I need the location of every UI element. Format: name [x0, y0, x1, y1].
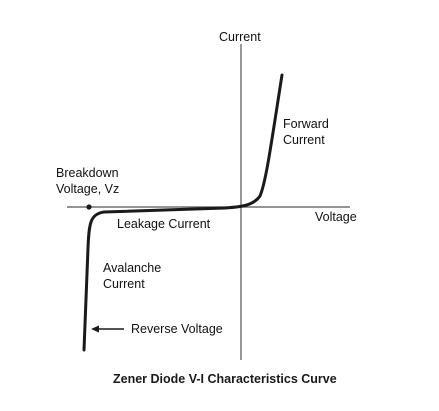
avalanche-current-label-line1: Avalanche: [103, 261, 161, 275]
forward-current-label-line2: Current: [283, 133, 325, 147]
reverse-voltage-arrow-head: [91, 325, 99, 333]
figure-caption: Zener Diode V-I Characteristics Curve: [113, 372, 337, 386]
forward-current-label-line1: Forward: [283, 117, 329, 131]
voltage-axis-label: Voltage: [315, 210, 357, 224]
reverse-voltage-label: Reverse Voltage: [131, 322, 223, 336]
breakdown-voltage-label-line1: Breakdown: [56, 166, 119, 180]
vi-characteristic-curve: [82, 73, 284, 352]
leakage-current-label: Leakage Current: [117, 217, 211, 231]
breakdown-point-marker: [86, 204, 92, 210]
current-axis-label: Current: [219, 30, 261, 44]
avalanche-current-label-line2: Current: [103, 277, 145, 291]
breakdown-voltage-label-line2: Voltage, Vz: [56, 182, 119, 196]
